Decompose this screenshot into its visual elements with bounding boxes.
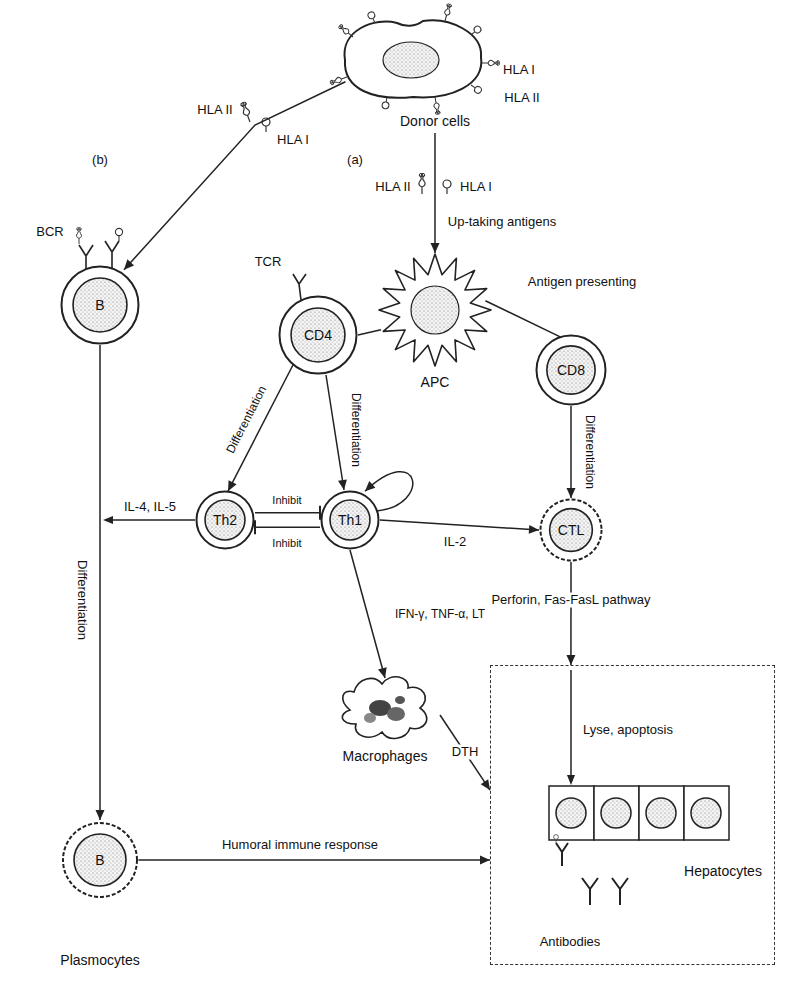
bcr-receptor <box>77 228 123 272</box>
connector-arrow <box>96 345 105 820</box>
node-label: CD4 <box>304 327 332 343</box>
annotation-label: (a) <box>347 153 363 168</box>
annotation-label: HLA I <box>460 180 492 195</box>
node-label: Donor cells <box>400 113 470 129</box>
node-label: CD8 <box>557 362 585 378</box>
connector-arrow <box>430 133 439 253</box>
hla2-antigen <box>419 173 425 194</box>
edge-label: Perforin, Fas-FasL pathway <box>488 593 653 608</box>
connector-arrow <box>255 520 320 534</box>
connector-arrow <box>138 856 490 865</box>
annotation-label: HLA II <box>197 103 232 118</box>
annotation-label: HLA II <box>375 180 410 195</box>
th2-cell: Th2 <box>195 490 255 550</box>
lyse-arrow <box>567 670 575 785</box>
connector-arrow <box>255 506 320 520</box>
cytokine-arrow <box>103 516 195 524</box>
node-label: Th2 <box>213 512 237 528</box>
tcr-receptor <box>293 274 306 300</box>
ctl-cell: CTL <box>539 498 603 562</box>
annotation-label: HLA I <box>277 133 309 148</box>
hla1-antigen <box>443 180 451 194</box>
cd4-cell: CD4 <box>278 295 358 375</box>
connector-arrow <box>440 715 490 790</box>
annotation-label: HLA I <box>503 63 535 78</box>
node-label: Hepatocytes <box>684 863 762 879</box>
node-label: Plasmocytes <box>60 952 139 968</box>
node-label: CTL <box>558 522 584 538</box>
connector-arrow <box>380 520 539 534</box>
node-label: Th1 <box>338 512 362 528</box>
connector-arrow <box>485 301 560 337</box>
antibody-icons <box>554 835 628 905</box>
connector-arrow <box>326 375 347 490</box>
edge-label: IL-2 <box>444 535 466 550</box>
apc-cell: APC <box>375 250 495 395</box>
node-outline <box>375 250 495 395</box>
edge-label: Differentiation <box>582 415 596 489</box>
edge-label: Up-taking antigens <box>448 215 556 230</box>
th1-cell: Th1 <box>320 490 380 550</box>
plasma-cell: B Plasmocytes <box>40 820 160 980</box>
node-label: B <box>95 852 104 868</box>
connector-arrow <box>358 330 381 335</box>
node-label: Macrophages <box>343 748 428 764</box>
macrophage: Macrophages <box>330 670 440 770</box>
edge-label: Differentiation <box>75 560 90 640</box>
annotation-label: (b) <box>92 153 108 168</box>
hepatocyte-cells <box>549 786 729 840</box>
hla2-antigen <box>240 102 253 123</box>
connector-arrow <box>350 550 387 678</box>
node-label: APC <box>421 374 450 390</box>
edge-label: Humoral immune response <box>222 838 378 853</box>
connector-arrow <box>567 406 576 498</box>
edge-label: Antigen presenting <box>528 275 636 290</box>
annotation-label: TCR <box>255 255 282 270</box>
edge-label: Differentiation <box>348 393 362 467</box>
annotation-label: Antibodies <box>540 935 601 950</box>
hepatocyte-region: Hepatocytes <box>490 665 775 965</box>
edge-label: Differentiation <box>224 384 270 456</box>
edge-label: Inhibit <box>272 494 301 507</box>
edge-label: IFN-γ, TNF-α, LT <box>395 608 485 622</box>
donor-cell: Donor cells <box>325 5 495 133</box>
edge-label: DTH <box>449 745 482 760</box>
annotation-label: IL-4, IL-5 <box>124 500 176 515</box>
node-label: B <box>95 297 104 313</box>
b-cell: B <box>60 265 140 345</box>
connector-arrow <box>566 562 575 665</box>
annotation-label: Lyse, apoptosis <box>583 723 673 738</box>
connector-arrow <box>124 82 345 270</box>
edge-label: Inhibit <box>272 537 301 550</box>
cd8-cell: CD8 <box>535 334 607 406</box>
annotation-label: HLA II <box>504 91 539 106</box>
annotation-label: BCR <box>36 225 63 240</box>
